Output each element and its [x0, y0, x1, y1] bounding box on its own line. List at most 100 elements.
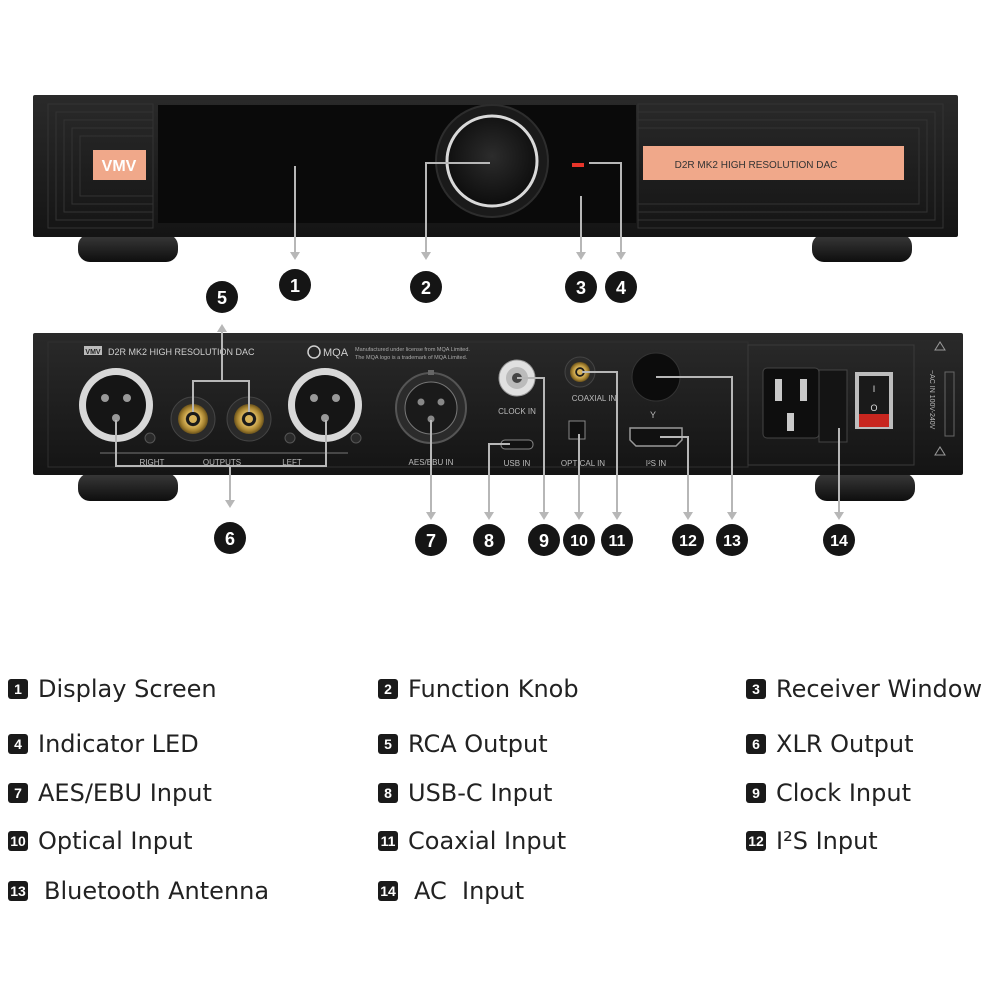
svg-text:11: 11 — [609, 533, 626, 550]
legend-label: Receiver Window — [776, 675, 983, 703]
svg-text:9: 9 — [539, 531, 549, 551]
legend-item-bluetooth-antenna: 13 Bluetooth Antenna — [8, 874, 269, 908]
rear-panel: VMV D2R MK2 HIGH RESOLUTION DAC MQA Manu… — [33, 333, 963, 501]
legend-label: USB-C Input — [408, 779, 553, 807]
xlr-output-left — [284, 368, 362, 444]
callout-13: 13 — [716, 524, 748, 556]
callout-14: 14 — [823, 524, 855, 556]
callout-badges: 1 2 3 4 5 6 7 8 9 10 11 12 13 14 — [206, 269, 855, 556]
legend-badge: 14 — [378, 881, 398, 901]
callout-9: 9 — [528, 524, 560, 556]
legend-item-display-screen: 1 Display Screen — [8, 672, 217, 706]
i2s-input — [629, 427, 683, 447]
label-right: RIGHT — [140, 458, 165, 467]
label-ac-in: ~AC IN 100V-240V — [928, 370, 935, 430]
legend-label: Function Knob — [408, 675, 579, 703]
svg-text:10: 10 — [570, 533, 588, 550]
antenna-symbol: Y — [650, 410, 656, 420]
svg-text:O: O — [870, 403, 877, 413]
leader-arrowheads — [217, 252, 844, 520]
callout-8: 8 — [473, 524, 505, 556]
warning-icon-top — [934, 341, 946, 351]
legend-item-ac-input: 14 AC Input — [378, 874, 524, 908]
leader-lines — [115, 162, 840, 518]
legend-label: XLR Output — [776, 730, 914, 758]
legend-badge: 1 — [8, 679, 28, 699]
legend-label: AES/EBU Input — [38, 779, 212, 807]
rear-model-title: D2R MK2 HIGH RESOLUTION DAC — [108, 347, 255, 357]
legend-item-coaxial-input: 11 Coaxial Input — [378, 824, 566, 858]
legend-badge: 2 — [378, 679, 398, 699]
legend-label: Clock Input — [776, 779, 911, 807]
legend-badge: 10 — [8, 831, 28, 851]
front-grooves-left — [47, 103, 154, 229]
front-model-text: D2R MK2 HIGH RESOLUTION DAC — [675, 160, 838, 171]
svg-text:14: 14 — [830, 533, 848, 550]
svg-text:6: 6 — [225, 529, 235, 549]
fuse-holder — [818, 369, 848, 443]
indicator-led — [572, 163, 584, 167]
front-grooves-right — [637, 103, 944, 229]
legend-badge: 13 — [8, 881, 28, 901]
callout-10: 10 — [563, 524, 595, 556]
legend-item-clock-input: 9 Clock Input — [746, 776, 911, 810]
mqa-notice-1: Manufactured under license from MQA Limi… — [355, 347, 470, 353]
front-panel: VMV D2R MK2 HIGH RESOLUTION DAC — [33, 95, 958, 262]
svg-text:7: 7 — [426, 531, 436, 551]
rca-output-left — [226, 396, 272, 442]
label-optical-in: OPTICAL IN — [561, 459, 605, 468]
legend-label: Coaxial Input — [408, 827, 567, 855]
legend-label: Indicator LED — [38, 730, 199, 758]
rear-logo-plate — [84, 346, 102, 355]
callout-2: 2 — [410, 271, 442, 303]
legend-badge: 9 — [746, 783, 766, 803]
svg-text:I: I — [873, 384, 876, 394]
function-knob — [445, 114, 539, 208]
label-outputs: OUTPUTS — [203, 458, 241, 467]
legend-badge: 5 — [378, 734, 398, 754]
label-clock-in: CLOCK IN — [498, 407, 536, 416]
svg-text:3: 3 — [576, 278, 586, 298]
display-screen — [158, 105, 636, 223]
power-switch: I O — [855, 372, 893, 429]
rear-chassis — [33, 333, 963, 475]
legend-item-indicator-led: 4 Indicator LED — [8, 727, 199, 761]
front-foot-right — [812, 234, 912, 262]
coaxial-input — [564, 356, 596, 388]
callout-12: 12 — [672, 524, 704, 556]
svg-text:8: 8 — [484, 531, 494, 551]
callout-5: 5 — [206, 281, 238, 313]
legend-badge: 8 — [378, 783, 398, 803]
legend-label: AC Input — [414, 877, 525, 905]
front-model-plate — [643, 146, 904, 180]
svg-text:1: 1 — [290, 276, 300, 296]
aes-ebu-input — [395, 370, 467, 444]
mqa-notice-2: The MQA logo is a trademark of MQA Limit… — [355, 355, 468, 361]
legend-label: I²S Input — [776, 827, 878, 855]
xlr-output-right — [79, 368, 156, 444]
rear-logo: VMV — [85, 349, 101, 356]
callout-7: 7 — [415, 524, 447, 556]
svg-text:12: 12 — [679, 533, 697, 550]
rear-foot-right — [815, 473, 915, 501]
legend-label: Display Screen — [38, 675, 217, 703]
callout-1: 1 — [279, 269, 311, 301]
legend-badge: 12 — [746, 831, 766, 851]
warning-icon-bottom — [934, 446, 946, 456]
label-usb-in: USB IN — [504, 459, 531, 468]
legend-item-optical-input: 10 Optical Input — [8, 824, 193, 858]
legend-item-receiver-window: 3 Receiver Window — [746, 672, 982, 706]
legend-label: RCA Output — [408, 730, 548, 758]
svg-text:4: 4 — [616, 278, 626, 298]
legend-item-usb-c-input: 8 USB-C Input — [378, 776, 552, 810]
svg-text:2: 2 — [421, 278, 431, 298]
legend-badge: 7 — [8, 783, 28, 803]
ac-inlet — [762, 367, 820, 439]
legend-label: Optical Input — [38, 827, 193, 855]
mqa-logo: MQA — [323, 347, 349, 359]
legend-badge: 4 — [8, 734, 28, 754]
legend-item-rca-output: 5 RCA Output — [378, 727, 548, 761]
svg-text:13: 13 — [723, 533, 741, 550]
callout-11: 11 — [601, 524, 633, 556]
callout-4: 4 — [605, 271, 637, 303]
